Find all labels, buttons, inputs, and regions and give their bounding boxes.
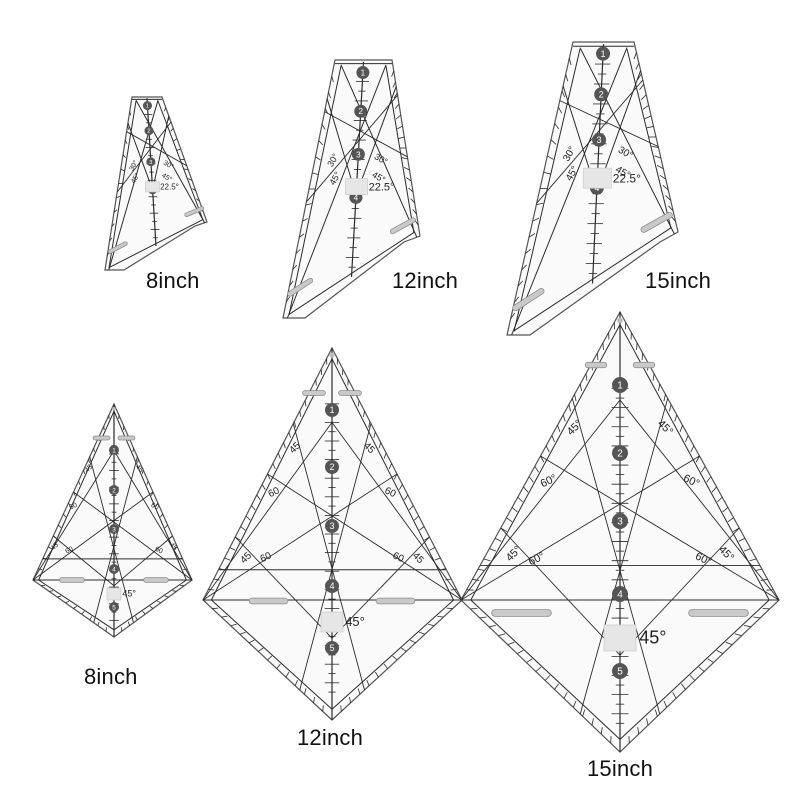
number-badge-3: 3 [352, 148, 365, 161]
number-badge-3: 3 [612, 513, 628, 529]
edge-tick [451, 590, 457, 591]
number-badge-1: 1 [143, 101, 152, 110]
label-sticker [145, 182, 159, 192]
number-badge-4: 4 [325, 579, 339, 593]
number-badge-3: 3 [146, 157, 155, 166]
number-badge-5: 5 [325, 641, 339, 655]
angle-label-main: 22.5° [613, 171, 641, 185]
number-badge-text: 1 [601, 49, 606, 59]
number-badge-text: 3 [597, 135, 602, 145]
caption-trapezoid-12inch: 12inch [392, 268, 458, 294]
number-badge-4: 4 [612, 586, 628, 602]
number-badge-2: 2 [109, 485, 119, 495]
hang-hole [112, 407, 116, 411]
number-badge-text: 1 [617, 381, 623, 392]
label-sticker [604, 625, 636, 651]
number-badge-1: 1 [596, 47, 610, 61]
caption-trapezoid-8inch: 8inch [146, 268, 200, 294]
number-badge-1: 1 [109, 445, 119, 455]
number-badge-text: 2 [599, 90, 604, 100]
number-badge-text: 3 [330, 521, 335, 531]
angle-label-main: 22.5° [369, 181, 395, 193]
number-badge-text: 1 [330, 405, 335, 415]
number-badge-text: 5 [330, 643, 335, 653]
number-badge-2: 2 [144, 126, 153, 135]
number-badge-text: 4 [112, 566, 116, 573]
hang-hole [330, 353, 335, 358]
number-badge-2: 2 [612, 445, 628, 461]
label-sticker [346, 179, 368, 195]
number-badge-1: 1 [356, 66, 369, 79]
caption-kite-8inch: 8inch [84, 664, 138, 690]
number-badge-4: 4 [109, 564, 119, 574]
number-badge-5: 5 [109, 602, 119, 612]
number-badge-text: 2 [112, 487, 116, 494]
number-badge-1: 1 [612, 377, 628, 393]
number-badge-2: 2 [594, 87, 608, 101]
number-badge-text: 4 [330, 581, 335, 591]
number-badge-text: 2 [147, 129, 150, 135]
angle-label-main: 45° [122, 589, 136, 599]
number-badge-5: 5 [612, 663, 628, 679]
number-badge-text: 2 [617, 449, 623, 460]
caption-kite-15inch: 15inch [587, 756, 653, 782]
caption-kite-12inch: 12inch [297, 725, 363, 751]
number-badge-1: 1 [325, 403, 339, 417]
caption-trapezoid-15inch: 15inch [645, 268, 711, 294]
number-badge-3: 3 [325, 519, 339, 533]
number-badge-text: 3 [112, 526, 116, 533]
number-badge-text: 1 [112, 447, 116, 454]
label-sticker [321, 612, 343, 632]
number-badge-text: 3 [617, 517, 623, 528]
number-badge-3: 3 [109, 524, 119, 534]
number-badge-text: 5 [617, 667, 623, 678]
number-badge-text: 1 [146, 104, 149, 110]
number-badge-text: 3 [149, 160, 152, 166]
number-badge-3: 3 [592, 133, 606, 147]
number-badge-text: 2 [330, 462, 335, 472]
number-badge-text: 3 [356, 150, 361, 159]
label-sticker [107, 588, 121, 600]
hang-hole [617, 318, 623, 324]
edge-tick [208, 590, 214, 591]
number-badge-text: 2 [358, 107, 363, 116]
edge-tick [38, 569, 42, 570]
angle-label-main: 45° [345, 614, 365, 629]
label-sticker [583, 168, 611, 188]
number-badge-text: 5 [112, 604, 116, 611]
number-badge-2: 2 [354, 105, 367, 118]
number-badge-text: 1 [361, 68, 366, 77]
number-badge-2: 2 [325, 460, 339, 474]
angle-label-main: 22.5° [160, 183, 179, 192]
number-badge-text: 4 [617, 590, 623, 601]
angle-label-main: 45° [639, 627, 666, 647]
